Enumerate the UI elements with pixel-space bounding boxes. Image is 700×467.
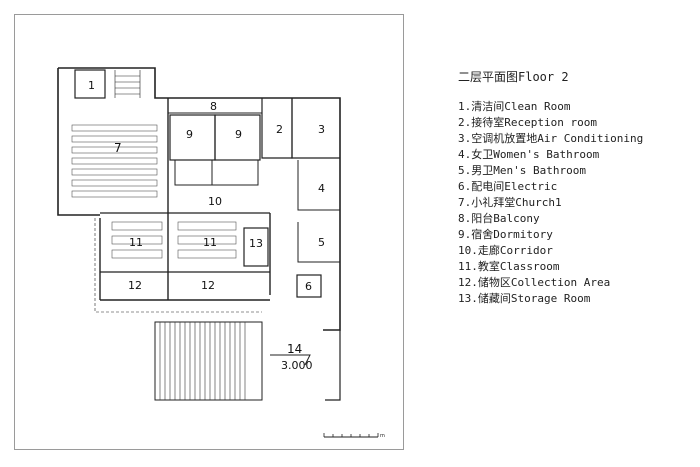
room-label-balcony: 8 xyxy=(210,100,217,113)
room-label-electric: 6 xyxy=(305,280,312,293)
legend-item: 7.小礼拜堂Church1 xyxy=(458,196,562,209)
room-label-church: 7 xyxy=(114,141,122,155)
level-value: 3.000 xyxy=(281,359,313,372)
legend-item: 6.配电间Electric xyxy=(458,180,558,193)
room-label-aircon: 3 xyxy=(318,123,325,136)
room-label-collect-b: 12 xyxy=(201,279,215,292)
room-label-class-a: 11 xyxy=(129,236,143,249)
drawing-frame xyxy=(14,14,404,450)
room-label-storage: 13 xyxy=(249,237,263,250)
room-label-stair: 14 xyxy=(287,342,302,356)
room-label-collect-a: 12 xyxy=(128,279,142,292)
legend-title: 二层平面图Floor 2 xyxy=(458,70,569,84)
scale-bar: m xyxy=(323,433,385,439)
room-label-clean: 1 xyxy=(88,79,95,92)
legend: 二层平面图Floor 2 1.清洁间Clean Room 2.接待室Recept… xyxy=(458,68,698,307)
room-label-corridor: 10 xyxy=(208,195,222,208)
legend-item: 3.空调机放置地Air Conditioning xyxy=(458,132,644,145)
room-label-dorm-a: 9 xyxy=(186,128,193,141)
room-label-men: 5 xyxy=(318,236,325,249)
legend-item: 10.走廊Corridor xyxy=(458,244,553,257)
legend-item: 13.储藏间Storage Room xyxy=(458,292,591,305)
room-label-dorm-b: 9 xyxy=(235,128,242,141)
stair-treads xyxy=(159,322,246,400)
room-label-women: 4 xyxy=(318,182,325,195)
legend-item: 11.教室Classroom xyxy=(458,260,560,273)
level-marker xyxy=(270,354,311,366)
legend-item: 12.储物区Collection Area xyxy=(458,276,611,289)
classroom-desks xyxy=(111,221,237,259)
legend-list: 1.清洁间Clean Room 2.接待室Reception room 3.空调… xyxy=(458,99,698,307)
legend-item: 9.宿舍Dormitory xyxy=(458,228,553,241)
scale-unit: m xyxy=(380,433,385,439)
legend-item: 8.阳台Balcony xyxy=(458,212,540,225)
room-label-class-b: 11 xyxy=(203,236,217,249)
legend-item: 5.男卫Men's Bathroom xyxy=(458,164,586,177)
church-pews xyxy=(71,124,158,198)
room-label-reception: 2 xyxy=(276,123,283,136)
legend-item: 2.接待室Reception room xyxy=(458,116,597,129)
legend-item: 1.清洁间Clean Room xyxy=(458,100,571,113)
legend-item: 4.女卫Women's Bathroom xyxy=(458,148,600,161)
